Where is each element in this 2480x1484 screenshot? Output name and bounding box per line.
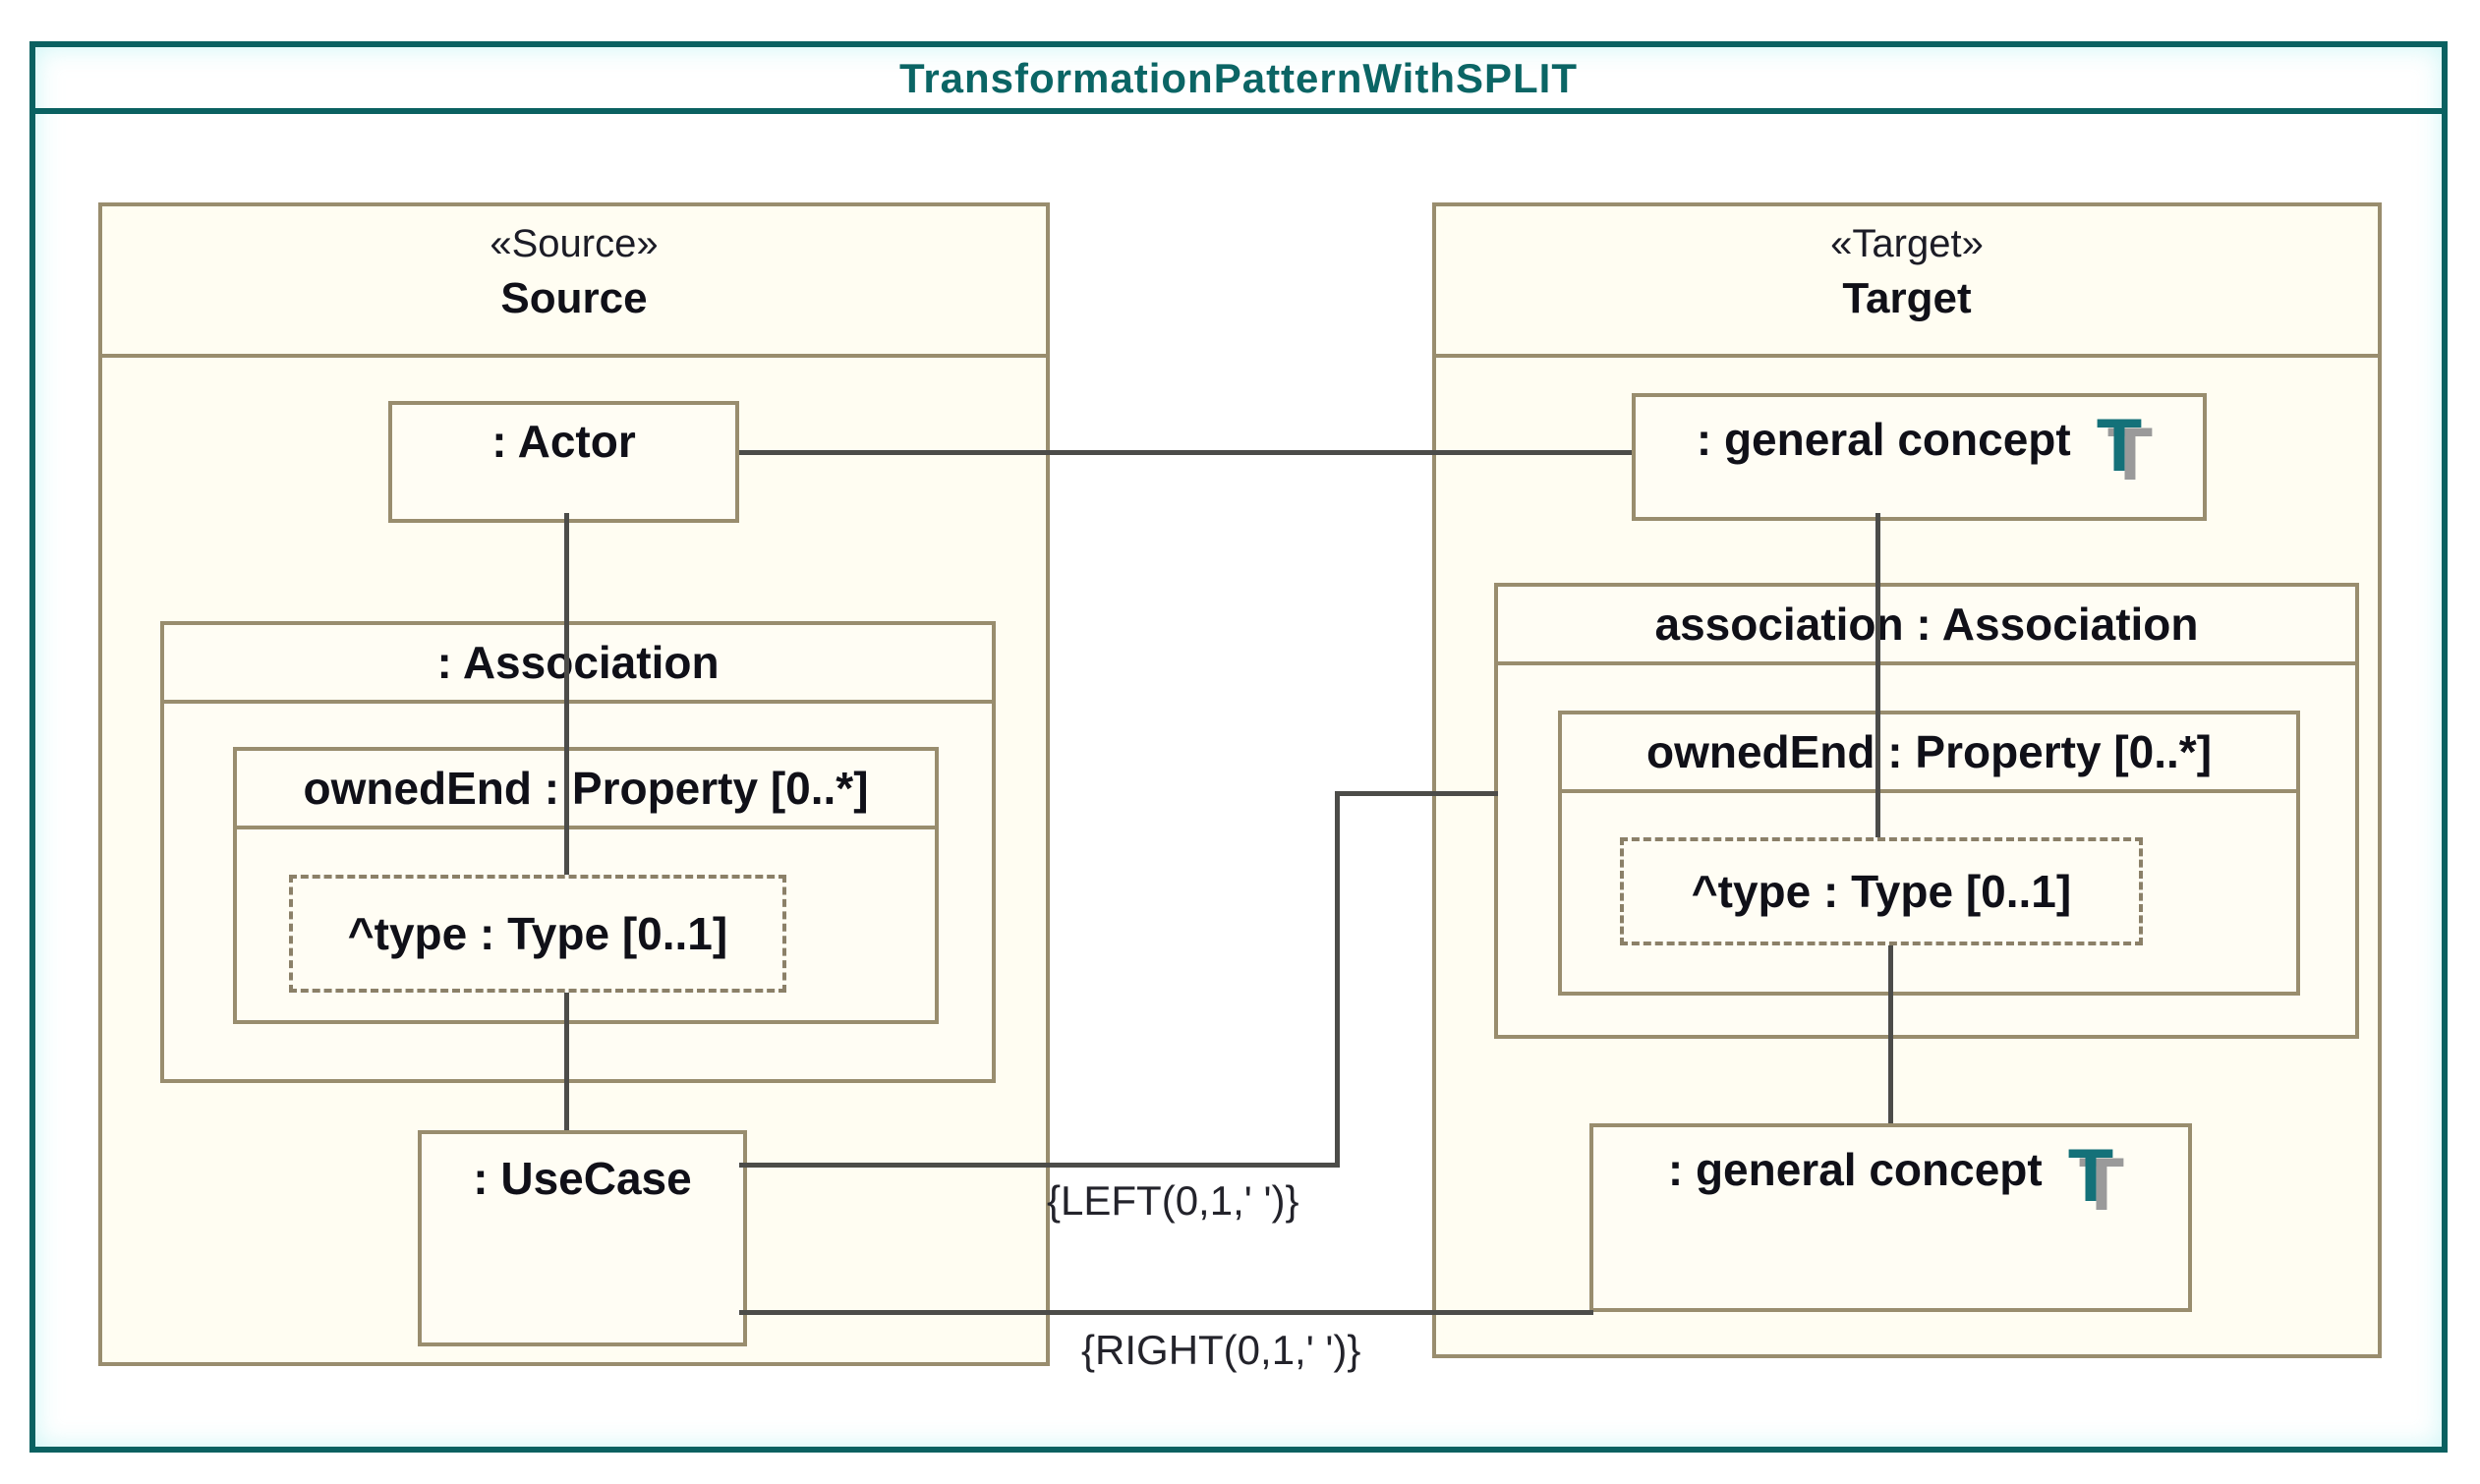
connector-left-riser bbox=[1335, 791, 1340, 1168]
connector-type-target-to-general-concept-bottom bbox=[1888, 945, 1893, 1123]
right-constraint-label: {RIGHT(0,1,' ')} bbox=[1081, 1327, 1361, 1373]
left-constraint-label: {LEFT(0,1,' ')} bbox=[1047, 1177, 1299, 1224]
ownedend-target-header: ownedEnd : Property [0..*] bbox=[1562, 714, 2296, 793]
general-concept-bottom-label: : general concept bbox=[1667, 1144, 2043, 1195]
usecase-label: : UseCase bbox=[473, 1153, 692, 1204]
connector-general-concept-to-type-target bbox=[1875, 513, 1880, 837]
target-concept-icon: T bbox=[2096, 404, 2143, 487]
type-node-source: ^type : Type [0..1] bbox=[289, 875, 786, 993]
connector-left-horizontal bbox=[739, 1163, 1339, 1168]
ownedend-source-header: ownedEnd : Property [0..*] bbox=[237, 751, 935, 829]
type-node-target: ^type : Type [0..1] bbox=[1620, 837, 2143, 945]
target-package-name: Target bbox=[1842, 274, 1972, 322]
connector-right-horizontal bbox=[739, 1310, 1593, 1315]
source-package-name: Source bbox=[500, 274, 648, 322]
source-stereotype: «Source» bbox=[490, 222, 659, 265]
association-source-label: : Association bbox=[436, 637, 720, 688]
general-concept-bottom-node: : general concept T bbox=[1589, 1123, 2192, 1312]
usecase-node: : UseCase bbox=[418, 1130, 747, 1346]
source-package-header: «Source» Source bbox=[102, 206, 1046, 358]
diagram-title: TransformationPatternWithSPLIT bbox=[898, 55, 1578, 101]
ownedend-node-source: ownedEnd : Property [0..*] bbox=[233, 747, 939, 1024]
association-target-header: association : Association bbox=[1498, 587, 2355, 665]
connector-type-source-to-usecase bbox=[564, 993, 569, 1130]
target-concept-icon: T bbox=[2067, 1134, 2114, 1218]
type-source-label: ^type : Type [0..1] bbox=[347, 908, 728, 959]
type-target-label: ^type : Type [0..1] bbox=[1691, 866, 2072, 917]
connector-actor-to-general-concept bbox=[739, 450, 1632, 455]
general-concept-top-label: : general concept bbox=[1696, 414, 2071, 465]
actor-node: : Actor bbox=[388, 401, 739, 523]
target-package-header: «Target» Target bbox=[1436, 206, 2378, 358]
actor-label: : Actor bbox=[491, 416, 636, 467]
general-concept-top-node: : general concept T bbox=[1632, 393, 2207, 521]
title-divider bbox=[35, 108, 2442, 114]
connector-left-to-association bbox=[1335, 791, 1498, 796]
ownedend-target-label: ownedEnd : Property [0..*] bbox=[1645, 726, 2213, 777]
association-source-header: : Association bbox=[164, 625, 992, 704]
target-stereotype: «Target» bbox=[1830, 222, 1984, 265]
ownedend-node-target: ownedEnd : Property [0..*] bbox=[1558, 711, 2300, 996]
ownedend-source-label: ownedEnd : Property [0..*] bbox=[303, 763, 869, 814]
connector-actor-to-type-source bbox=[564, 513, 569, 875]
association-target-label: association : Association bbox=[1654, 599, 2199, 650]
